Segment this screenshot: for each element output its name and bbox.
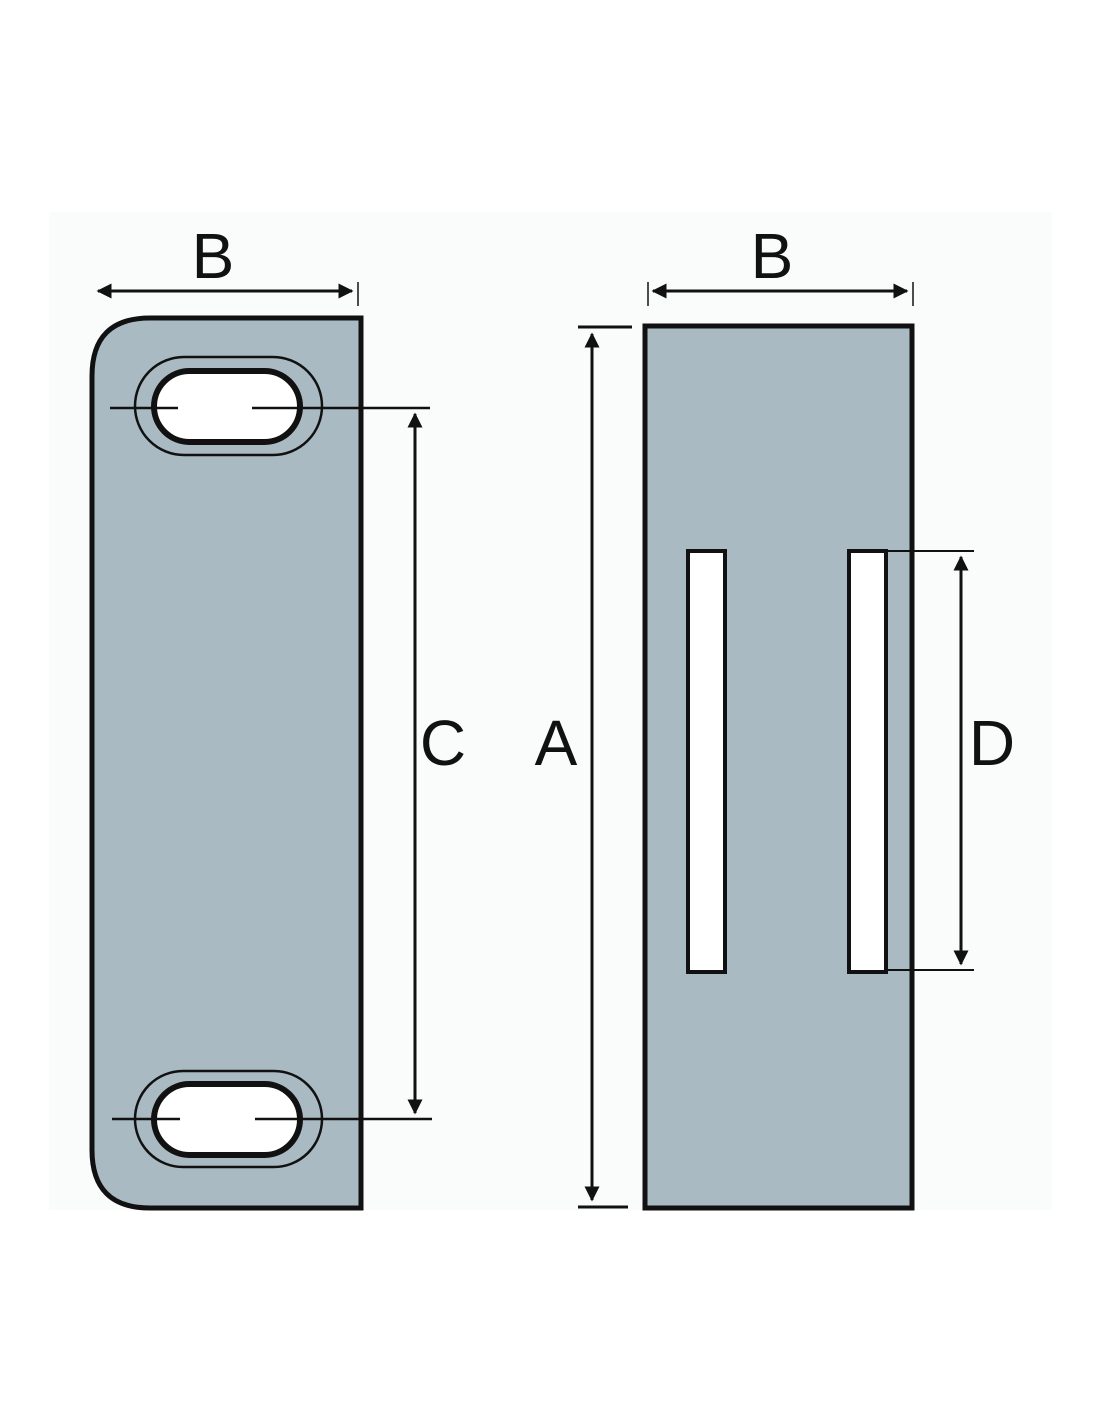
label-a: A (535, 707, 578, 779)
magnet-block-view (642, 323, 915, 1211)
label-d: D (969, 707, 1015, 779)
slot-left (686, 549, 727, 974)
slot-right (847, 549, 888, 974)
strike-plate-front-view (89, 315, 432, 1211)
label-b-right: B (751, 220, 794, 292)
slot-hole-top (151, 368, 303, 445)
label-c: C (420, 707, 466, 779)
countersink-top (133, 355, 324, 457)
label-b-left: B (192, 220, 235, 292)
dimension-lines (96, 282, 974, 1209)
centerlines (110, 406, 432, 1121)
